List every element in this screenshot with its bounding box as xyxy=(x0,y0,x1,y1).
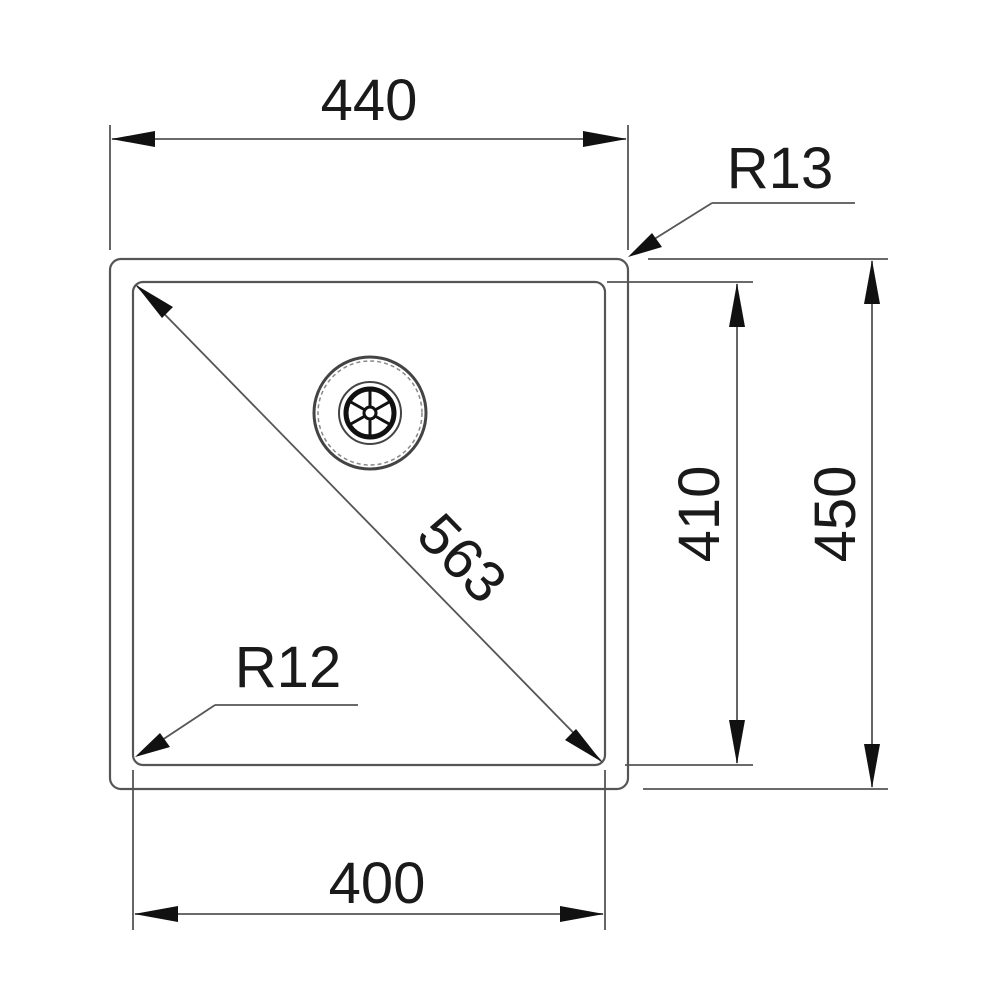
drain-icon xyxy=(312,355,428,471)
arrow-leader-icon xyxy=(135,733,170,757)
arrow-left-icon xyxy=(111,131,155,147)
label-outer-height: 450 xyxy=(803,466,868,563)
dimension-outer-height: 450 xyxy=(643,258,888,790)
arrow-down-icon xyxy=(864,744,880,788)
label-diagonal: 563 xyxy=(405,501,519,616)
label-inner-width: 400 xyxy=(329,851,426,916)
arrow-up-icon xyxy=(864,260,880,304)
arrow-leader-icon xyxy=(628,233,662,257)
arrow-down-icon xyxy=(729,720,745,764)
label-inner-height: 410 xyxy=(667,466,732,563)
dimension-outer-width: 440 xyxy=(109,68,629,250)
arrow-right-icon xyxy=(560,906,604,922)
arrow-diagonal-end-icon xyxy=(565,729,602,762)
dimension-inner-radius: R12 xyxy=(135,635,358,757)
label-outer-radius: R13 xyxy=(727,136,833,201)
dimension-inner-width: 400 xyxy=(132,770,606,930)
arrow-left-icon xyxy=(134,906,178,922)
dimension-inner-height: 410 xyxy=(607,281,753,766)
dimension-outer-radius: R13 xyxy=(628,136,855,257)
sink-bowl-outline xyxy=(131,280,607,767)
arrow-up-icon xyxy=(729,283,745,327)
arrow-right-icon xyxy=(583,131,627,147)
label-outer-width: 440 xyxy=(321,68,418,133)
sink-outer-outline xyxy=(108,257,630,791)
label-inner-radius: R12 xyxy=(235,635,341,700)
arrow-diagonal-start-icon xyxy=(136,285,173,318)
